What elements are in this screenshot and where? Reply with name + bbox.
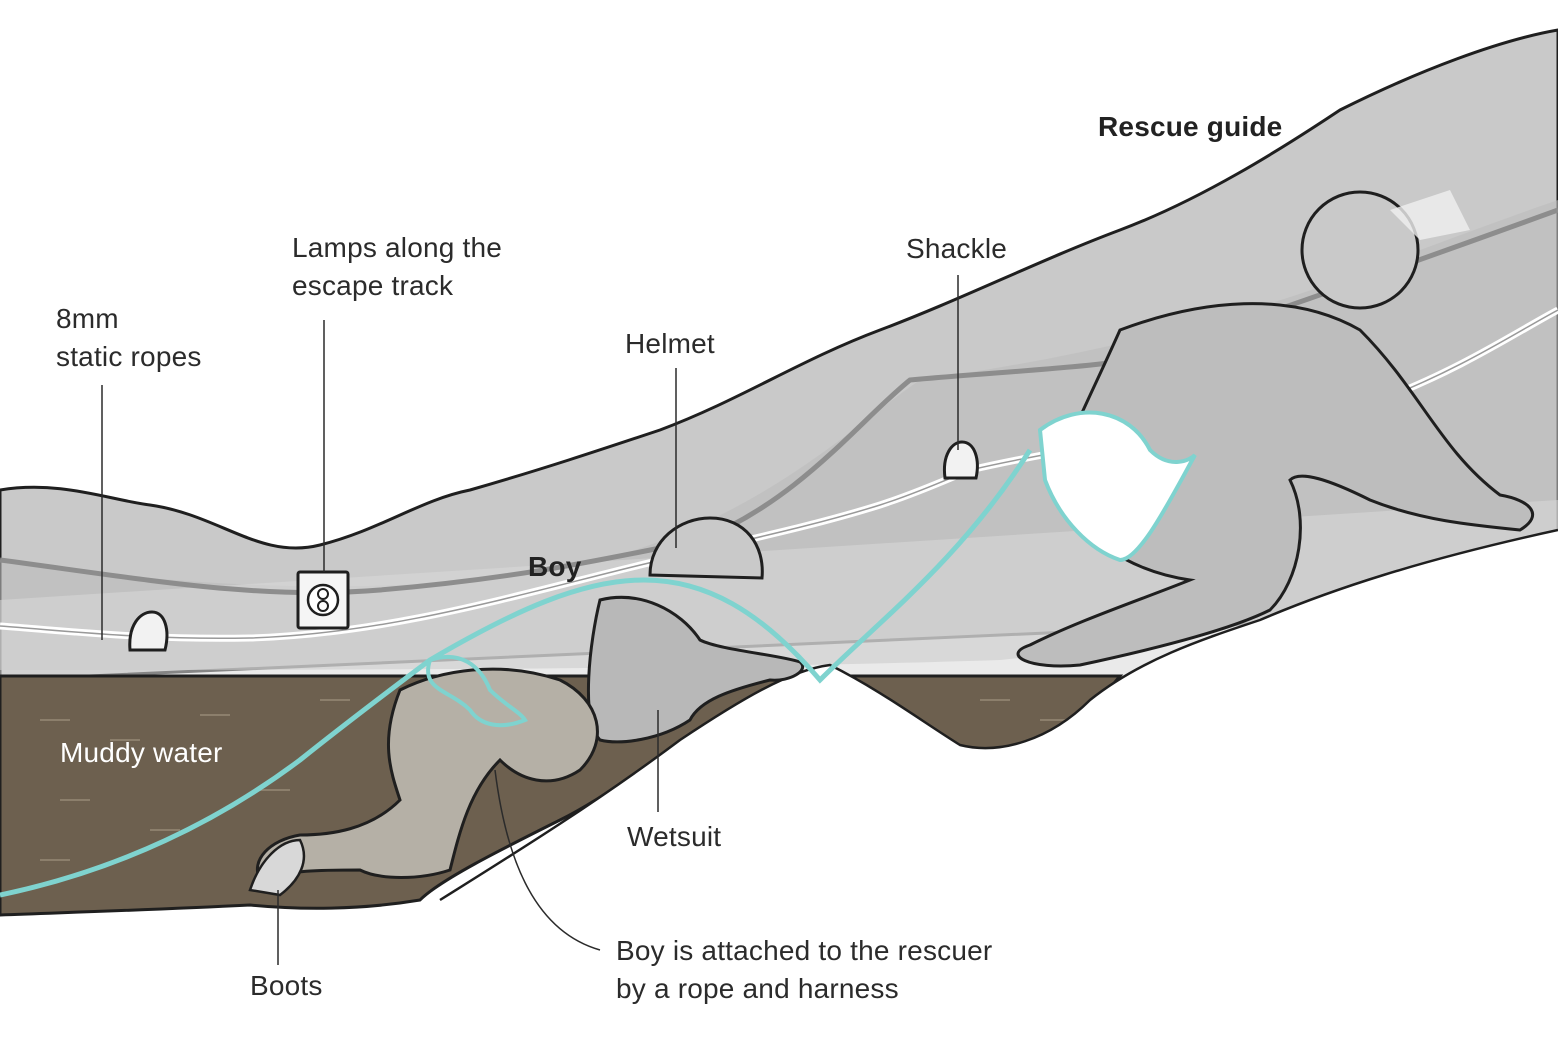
lamps-label: Lamps along the escape track: [292, 232, 503, 301]
ropes-label: 8mm static ropes: [56, 303, 202, 372]
boots-label: Boots: [250, 970, 323, 1001]
muddy-water-label: Muddy water: [60, 737, 223, 768]
wetsuit-label: Wetsuit: [627, 821, 722, 852]
helmet-label: Helmet: [625, 328, 715, 359]
shackle-icon: [128, 440, 979, 652]
rescue-guide-label: Rescue guide: [1098, 111, 1283, 142]
water-ripples: [40, 699, 1070, 861]
boy-figure: [248, 516, 804, 897]
shackle-label: Shackle: [906, 233, 1008, 264]
attached-label: Boy is attached to the rescuer by a rope…: [616, 935, 993, 1004]
cave-floor-rock: [440, 530, 1558, 1058]
boy-label: Boy: [528, 551, 582, 582]
lamp-icon: [296, 570, 350, 630]
leader-lines: [101, 275, 959, 965]
connecting-rope: [0, 448, 1033, 898]
boy-harness: [426, 654, 528, 728]
rescue-guide-figure: [1016, 190, 1535, 668]
